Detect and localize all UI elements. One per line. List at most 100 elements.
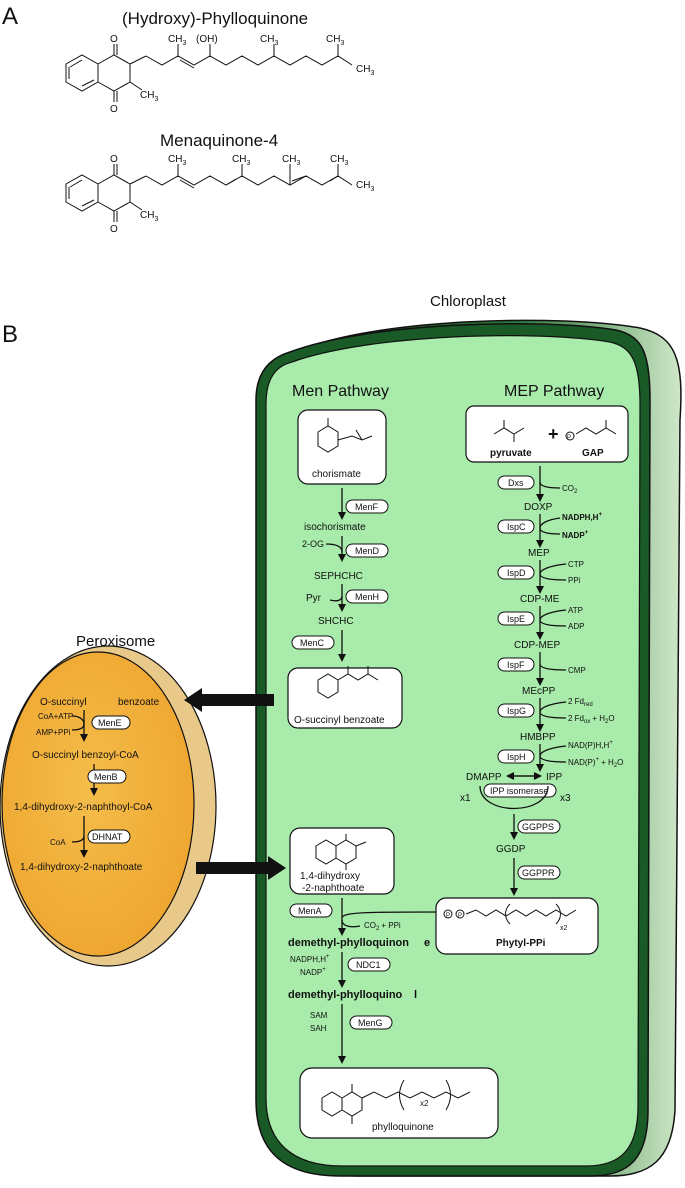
shchc-label: SHCHC xyxy=(318,616,354,627)
co2-label: CO2 xyxy=(562,484,578,495)
cdp-mep-label: CDP-MEP xyxy=(514,640,560,651)
gap-p: P xyxy=(567,435,571,441)
isochorismate-label: isochorismate xyxy=(304,522,366,533)
atp-label: ATP xyxy=(568,606,583,615)
cmp-label: CMP xyxy=(568,666,586,675)
phytyl-ppi-box xyxy=(435,897,599,955)
ggdp-label: GGDP xyxy=(496,844,526,855)
chorismate-structure xyxy=(317,418,373,453)
mena-label: MenA xyxy=(298,906,322,916)
gap-label: GAP xyxy=(582,448,604,459)
ispd-pill xyxy=(497,565,535,580)
dxs-label: Dxs xyxy=(508,478,524,488)
cdp-me-label: CDP-ME xyxy=(520,594,560,605)
demethyl-pqol-l: l xyxy=(414,989,417,1001)
coa-atp-label: CoA+ATP xyxy=(38,712,73,721)
fd-ox-label: 2 Fdox+ H2O xyxy=(568,714,615,725)
condensation-curve xyxy=(479,785,549,810)
o-bottom-2: O xyxy=(110,224,118,235)
pyruvate-label: pyruvate xyxy=(490,448,532,459)
isph-pill xyxy=(497,749,535,764)
plus-sign: + xyxy=(548,424,559,444)
menf-pill xyxy=(345,499,389,514)
amp-ppi-label: AMP+PPi xyxy=(36,728,71,737)
oh-label: (OH) xyxy=(196,34,218,45)
dhna-structure xyxy=(315,834,367,870)
meng-pill xyxy=(349,1015,393,1030)
o-top-2: O xyxy=(110,154,118,165)
phylloquinone-label: phylloquinone xyxy=(372,1122,434,1133)
ispc-label: IspC xyxy=(507,522,526,532)
phylloquinone-structure xyxy=(321,1079,471,1124)
two-og-label: 2-OG xyxy=(302,539,324,549)
phytyl-p1: P xyxy=(446,913,450,919)
ggpps-pill xyxy=(517,819,561,834)
ispc-cofactor xyxy=(539,517,561,535)
peroxisome-label: Peroxisome xyxy=(76,633,155,650)
o-top-1: O xyxy=(110,34,118,45)
mend-label: MenD xyxy=(355,546,380,556)
menaquinone-structure: O O CH3 CH3 CH3 CH3 CH3 CH3 xyxy=(65,154,374,235)
pyr-branch xyxy=(329,595,343,602)
ctp-label: CTP xyxy=(568,560,584,569)
osb-export-arrow xyxy=(184,688,274,712)
dhnat-label: DHNAT xyxy=(92,832,123,842)
ispf-cofactor xyxy=(539,663,567,671)
dhna-label-2: -2-naphthoate xyxy=(302,883,365,894)
ispe-pill xyxy=(497,611,535,626)
ch3-a1: CH3 xyxy=(140,90,158,103)
nadp-label: NADP+ xyxy=(300,967,326,977)
ch3-a4: CH3 xyxy=(326,34,344,47)
ispe-label: IspE xyxy=(507,614,525,624)
dhna-label-1: 1,4-dihydroxy xyxy=(300,871,360,882)
demethyl-pq-label: demethyl-phylloquinon xyxy=(288,937,409,949)
menh-label: MenH xyxy=(355,592,379,602)
perox-benzoate: benzoate xyxy=(118,697,160,708)
ch3-a5: CH3 xyxy=(356,64,374,77)
x3-label: x3 xyxy=(560,793,571,804)
panel-a-label: A xyxy=(2,3,18,30)
men-pathway-title: Men Pathway xyxy=(292,383,389,400)
coa-branch xyxy=(71,835,85,843)
phytyl-x2: x2 xyxy=(560,925,568,932)
co2-branch xyxy=(341,919,361,928)
osb-box xyxy=(287,667,403,729)
ispe-cofactor xyxy=(539,609,567,627)
ppi-label: PPi xyxy=(568,576,581,585)
two-og-branch xyxy=(325,543,343,553)
perox-dhna-label: 1,4-dihydroxy-2-naphthoate xyxy=(20,862,143,873)
adp-label: ADP xyxy=(568,622,584,631)
dhnat-pill xyxy=(87,829,131,844)
nadph-label: NADPH,H+ xyxy=(562,512,602,522)
mena-pill xyxy=(289,903,333,918)
osb-label: O-succinyl benzoate xyxy=(294,715,385,726)
ggpps-label: GGPPS xyxy=(522,822,554,832)
mene-cofactor xyxy=(71,715,85,731)
perox-osucc: O-succinyl xyxy=(40,697,87,708)
ch3-b1: CH3 xyxy=(140,210,158,223)
dxs-pill xyxy=(497,475,535,490)
sephchc-label: SEPHCHC xyxy=(314,571,363,582)
ispd-label: IspD xyxy=(507,568,526,578)
menc-label: MenC xyxy=(300,638,325,648)
dhna-box xyxy=(289,827,395,895)
nadp-mep-label: NADP+ xyxy=(562,530,589,540)
chloroplast-label: Chloroplast xyxy=(430,293,507,310)
panel-b-label: B xyxy=(2,321,18,348)
phytyl-ppi-label: Phytyl-PPi xyxy=(496,938,546,949)
meng-label: MenG xyxy=(358,1018,383,1028)
dhna-import-arrow xyxy=(196,856,286,880)
mep-pathway-title: MEP Pathway xyxy=(504,383,604,400)
ispf-label: IspF xyxy=(507,660,525,670)
phylloquinone-x2: x2 xyxy=(420,1099,429,1108)
menb-label: MenB xyxy=(94,772,118,782)
hydroxy-phylloquinone-title: (Hydroxy)-Phylloquinone xyxy=(122,9,308,28)
fd-red-label: 2 Fdred xyxy=(568,697,593,708)
pyruvate-gap-box xyxy=(465,405,629,463)
o-bottom-1: O xyxy=(110,104,118,115)
ggppr-pill xyxy=(517,865,561,880)
chorismate-box xyxy=(297,409,387,485)
osb-structure xyxy=(317,666,379,699)
phytyl-ppi-structure xyxy=(443,903,577,925)
